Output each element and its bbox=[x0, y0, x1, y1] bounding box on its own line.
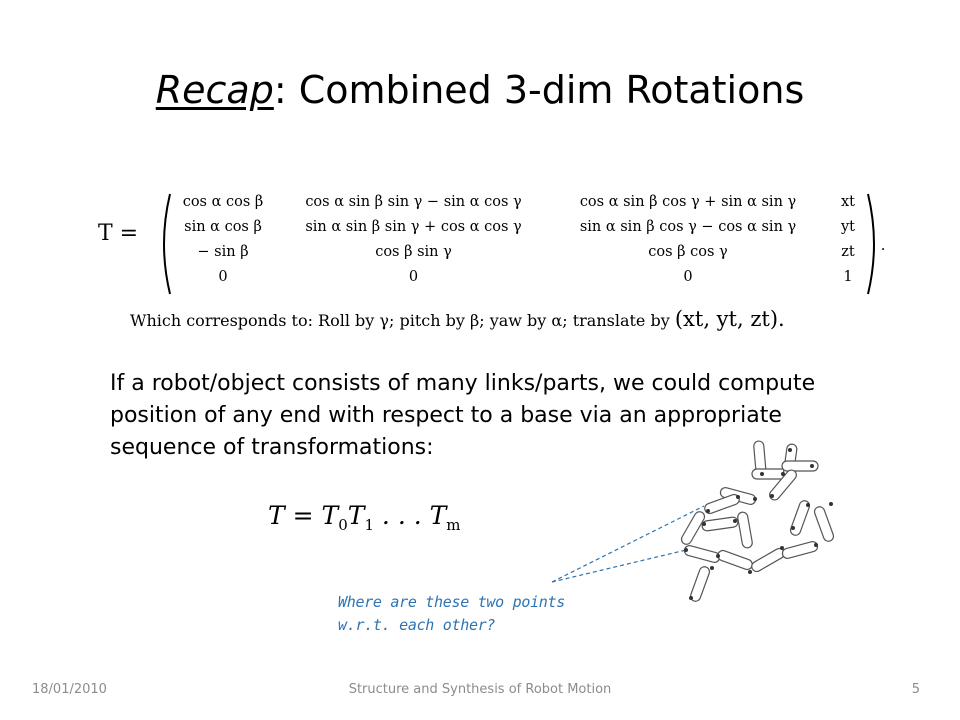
left-parenthesis bbox=[163, 193, 171, 295]
matrix-lhs: T = bbox=[98, 221, 139, 246]
annotation-line-1: Where are these two points bbox=[338, 593, 566, 611]
transformation-matrix-equation: T = cos α cos β cos α sin β sin γ − sin … bbox=[98, 192, 888, 296]
title-emphasis: Recap bbox=[155, 68, 274, 112]
matrix-cell: 0 bbox=[408, 269, 419, 285]
product-sub-0: 0 bbox=[338, 516, 348, 534]
matrix-cell: sin α cos β bbox=[184, 219, 262, 235]
matrix-trailing-period: . bbox=[880, 238, 886, 254]
matrix-cell: cos β cos γ bbox=[648, 244, 728, 260]
annotation-line-2: w.r.t. each other? bbox=[338, 616, 496, 634]
corresponds-text: Which corresponds to: Roll by γ; pitch b… bbox=[130, 311, 670, 330]
product-equation: T = T0T1 . . . Tm bbox=[268, 498, 461, 543]
matrix-cell: − sin β bbox=[197, 244, 249, 260]
robot-joints bbox=[684, 448, 833, 600]
robot-links-illustration bbox=[551, 440, 835, 602]
footer-date: 18/01/2010 bbox=[32, 682, 107, 697]
product-dots: . . . T bbox=[373, 501, 447, 530]
matrix-cell: sin α sin β cos γ − cos α sin γ bbox=[579, 219, 797, 235]
pointer-line-upper bbox=[551, 505, 705, 583]
matrix-cell: yt bbox=[840, 219, 856, 235]
translation-tuple: (xt, yt, zt). bbox=[674, 307, 785, 331]
matrix-cell: cos β sin γ bbox=[375, 244, 452, 260]
title-rest: : Combined 3-dim Rotations bbox=[273, 68, 805, 112]
matrix-cell: 0 bbox=[683, 269, 693, 285]
matrix-cell: 1 bbox=[843, 269, 853, 285]
corresponds-caption: Which corresponds to: Roll by γ; pitch b… bbox=[130, 304, 890, 336]
body-paragraph: If a robot/object consists of many links… bbox=[110, 371, 816, 460]
matrix-cell: cos α cos β bbox=[182, 194, 264, 210]
slide-title: Recap: Combined 3-dim Rotations bbox=[0, 66, 960, 114]
matrix-cell: 0 bbox=[218, 269, 228, 285]
robot-links bbox=[680, 440, 835, 602]
matrix-cell: sin α sin β sin γ + cos α cos γ bbox=[305, 219, 522, 235]
matrix-cell: cos α sin β cos γ + sin α sin γ bbox=[579, 194, 797, 210]
product-sub-1: 1 bbox=[364, 516, 374, 534]
right-parenthesis bbox=[867, 193, 875, 295]
matrix-cell: cos α sin β sin γ − sin α cos γ bbox=[305, 194, 522, 210]
product-lhs: T = T bbox=[268, 501, 339, 530]
matrix-cell: zt bbox=[841, 244, 855, 260]
matrix-cell: xt bbox=[840, 194, 855, 210]
product-sub-m: m bbox=[446, 516, 461, 534]
annotation-note: Where are these two points w.r.t. each o… bbox=[338, 591, 565, 637]
footer-title: Structure and Synthesis of Robot Motion bbox=[348, 682, 612, 697]
pointer-line-lower bbox=[551, 549, 687, 583]
product-mid: T bbox=[347, 501, 365, 530]
footer-page-number: 5 bbox=[911, 682, 920, 697]
